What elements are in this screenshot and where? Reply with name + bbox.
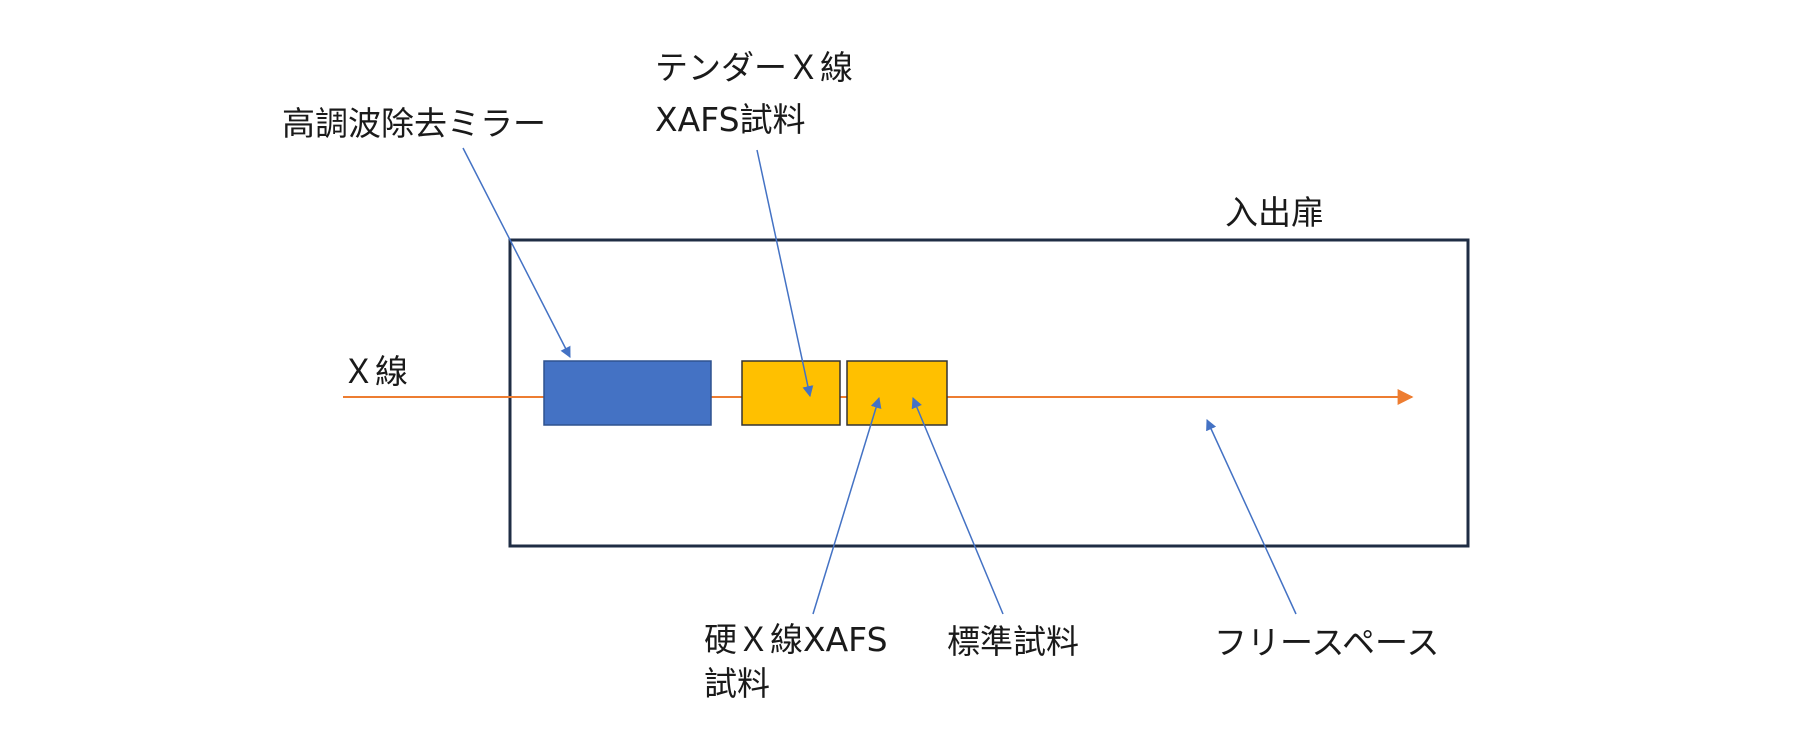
harmonic-mirror-pointer [462, 147, 571, 358]
standard-sample-label: 標準試料 [947, 622, 1079, 661]
hard-sample-pointer [812, 396, 882, 615]
tender-xafs-sample-block [741, 360, 841, 426]
standard-sample-block [846, 360, 948, 426]
hard-sample-label-line2: 試料 [704, 664, 770, 703]
tender-sample-pointer [756, 149, 814, 398]
tender-sample-label-line1: テンダーＸ線 [655, 48, 853, 87]
harmonic-mirror-block [543, 360, 712, 426]
xray-label: Ｘ線 [342, 352, 408, 391]
hard-sample-label-line1: 硬Ｘ線XAFS [704, 620, 888, 659]
tender-sample-label-line2: XAFS試料 [655, 100, 806, 139]
door-label: 入出扉 [1225, 193, 1324, 232]
free-space-label: フリースペース [1214, 623, 1440, 662]
enclosure-box [508, 238, 1470, 548]
free-space-pointer [1206, 419, 1297, 615]
standard-sample-pointer [911, 396, 1004, 615]
harmonic-mirror-label: 高調波除去ミラー [282, 104, 546, 143]
